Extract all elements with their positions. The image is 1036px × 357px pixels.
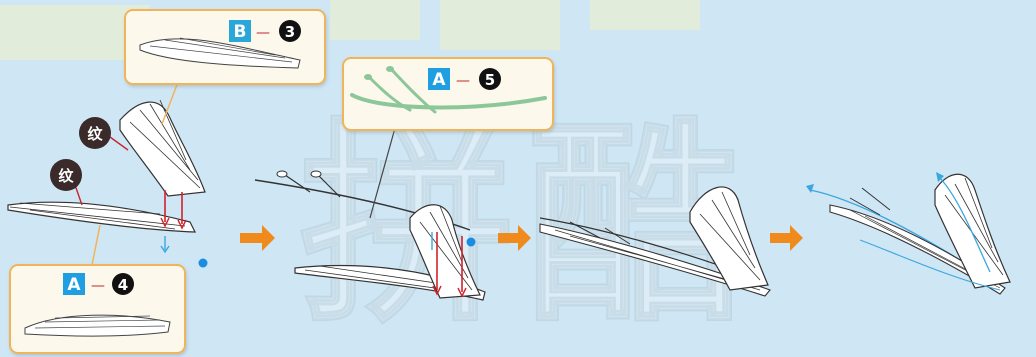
step-2-dot — [466, 237, 476, 247]
step-1-figure — [7, 99, 206, 254]
callout-b3-number-badge — [279, 20, 301, 42]
marker-2-text: 纹 — [58, 167, 74, 185]
callout-a4-letter-box — [63, 273, 85, 295]
background-decoration — [0, 0, 700, 60]
step-arrow-icon — [770, 225, 803, 251]
callout-b3: B — 3 — [124, 9, 326, 125]
marker-1: 纹 — [79, 117, 129, 151]
step-arrow-icon — [498, 225, 531, 251]
step-2-figure — [254, 170, 486, 301]
callout-a4: A — 4 — [9, 224, 186, 354]
callout-a5-number-badge — [479, 68, 501, 90]
callout-a5-number: 5 — [485, 71, 495, 89]
step-4-figure — [806, 172, 1011, 295]
callout-a5-letter-box — [428, 68, 450, 90]
callout-a5-separator: — — [456, 73, 470, 89]
step-3-figure — [539, 186, 771, 297]
callout-b3-letter: B — [234, 22, 247, 42]
callout-a4-number-badge — [112, 273, 134, 295]
callout-b3-number: 3 — [285, 23, 295, 41]
marker-2: 纹 — [50, 159, 83, 206]
callout-a4-letter: A — [67, 275, 81, 295]
callout-a4-number: 4 — [118, 276, 128, 294]
step-arrow-icon — [240, 225, 275, 251]
callout-a4-separator: — — [91, 278, 105, 294]
marker-1-text: 纹 — [87, 125, 103, 143]
callout-b3-separator: — — [256, 25, 270, 41]
callout-b3-letter-box — [229, 20, 251, 42]
callout-a5-letter: A — [432, 70, 446, 90]
callout-a5: A — 5 — [342, 57, 554, 219]
watermark-text: 拼酷 — [300, 100, 754, 351]
step-1-dot — [198, 258, 208, 268]
